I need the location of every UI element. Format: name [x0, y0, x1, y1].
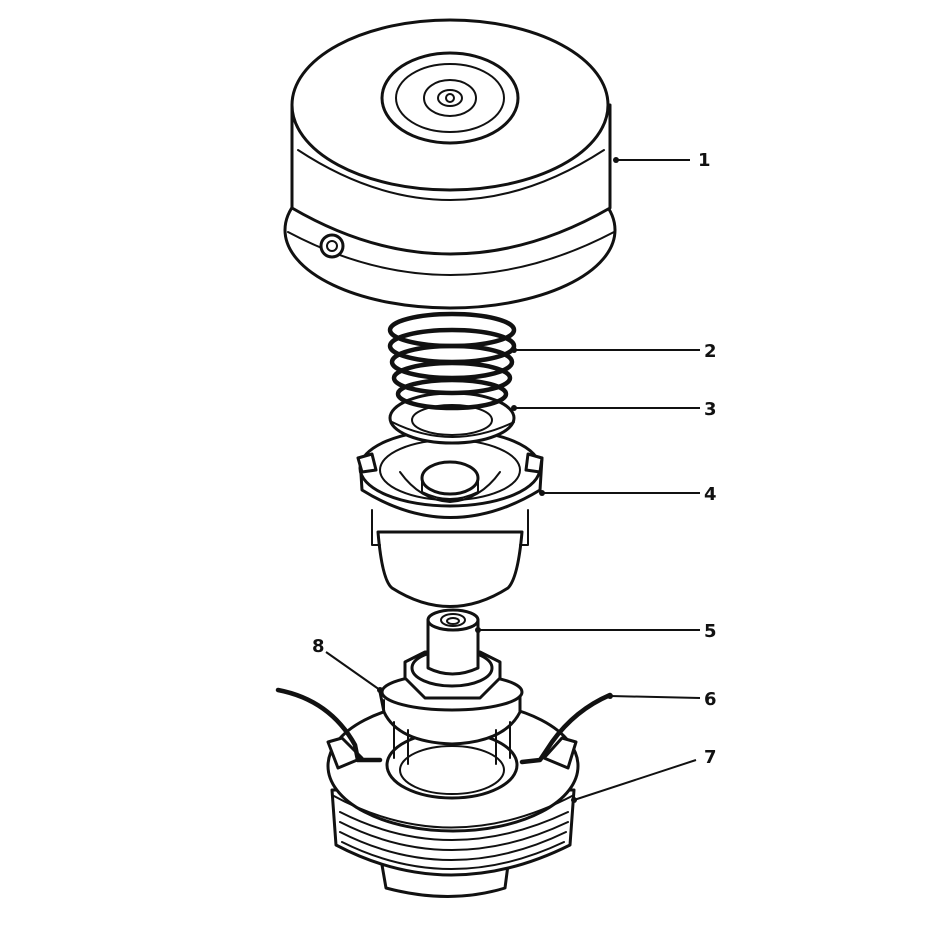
callout-7: 7 [571, 747, 717, 803]
part-2-spring [387, 311, 517, 411]
part-7-spool [326, 699, 580, 898]
part-6-line [275, 687, 613, 765]
callout-4: 4 [539, 484, 717, 505]
part-1-cover [283, 18, 617, 310]
callout-2: 2 [511, 341, 717, 362]
part-5-spindle [403, 608, 502, 700]
callout-label-2: 2 [704, 341, 717, 362]
callout-label-7: 7 [704, 747, 717, 768]
callout-label-5: 5 [704, 621, 717, 642]
callout-8: 8 [312, 636, 383, 693]
callout-5: 5 [475, 621, 717, 642]
part-4-cup [356, 428, 544, 608]
callout-6: 6 [607, 689, 717, 710]
callout-label-4: 4 [704, 484, 717, 505]
callout-label-8: 8 [312, 636, 325, 657]
callout-label-1: 1 [698, 150, 711, 171]
callout-label-6: 6 [704, 689, 717, 710]
callout-label-3: 3 [704, 399, 717, 420]
callout-1: 1 [613, 150, 711, 171]
callout-3: 3 [511, 399, 717, 420]
callouts: 1 2 3 4 5 6 7 [312, 150, 717, 803]
